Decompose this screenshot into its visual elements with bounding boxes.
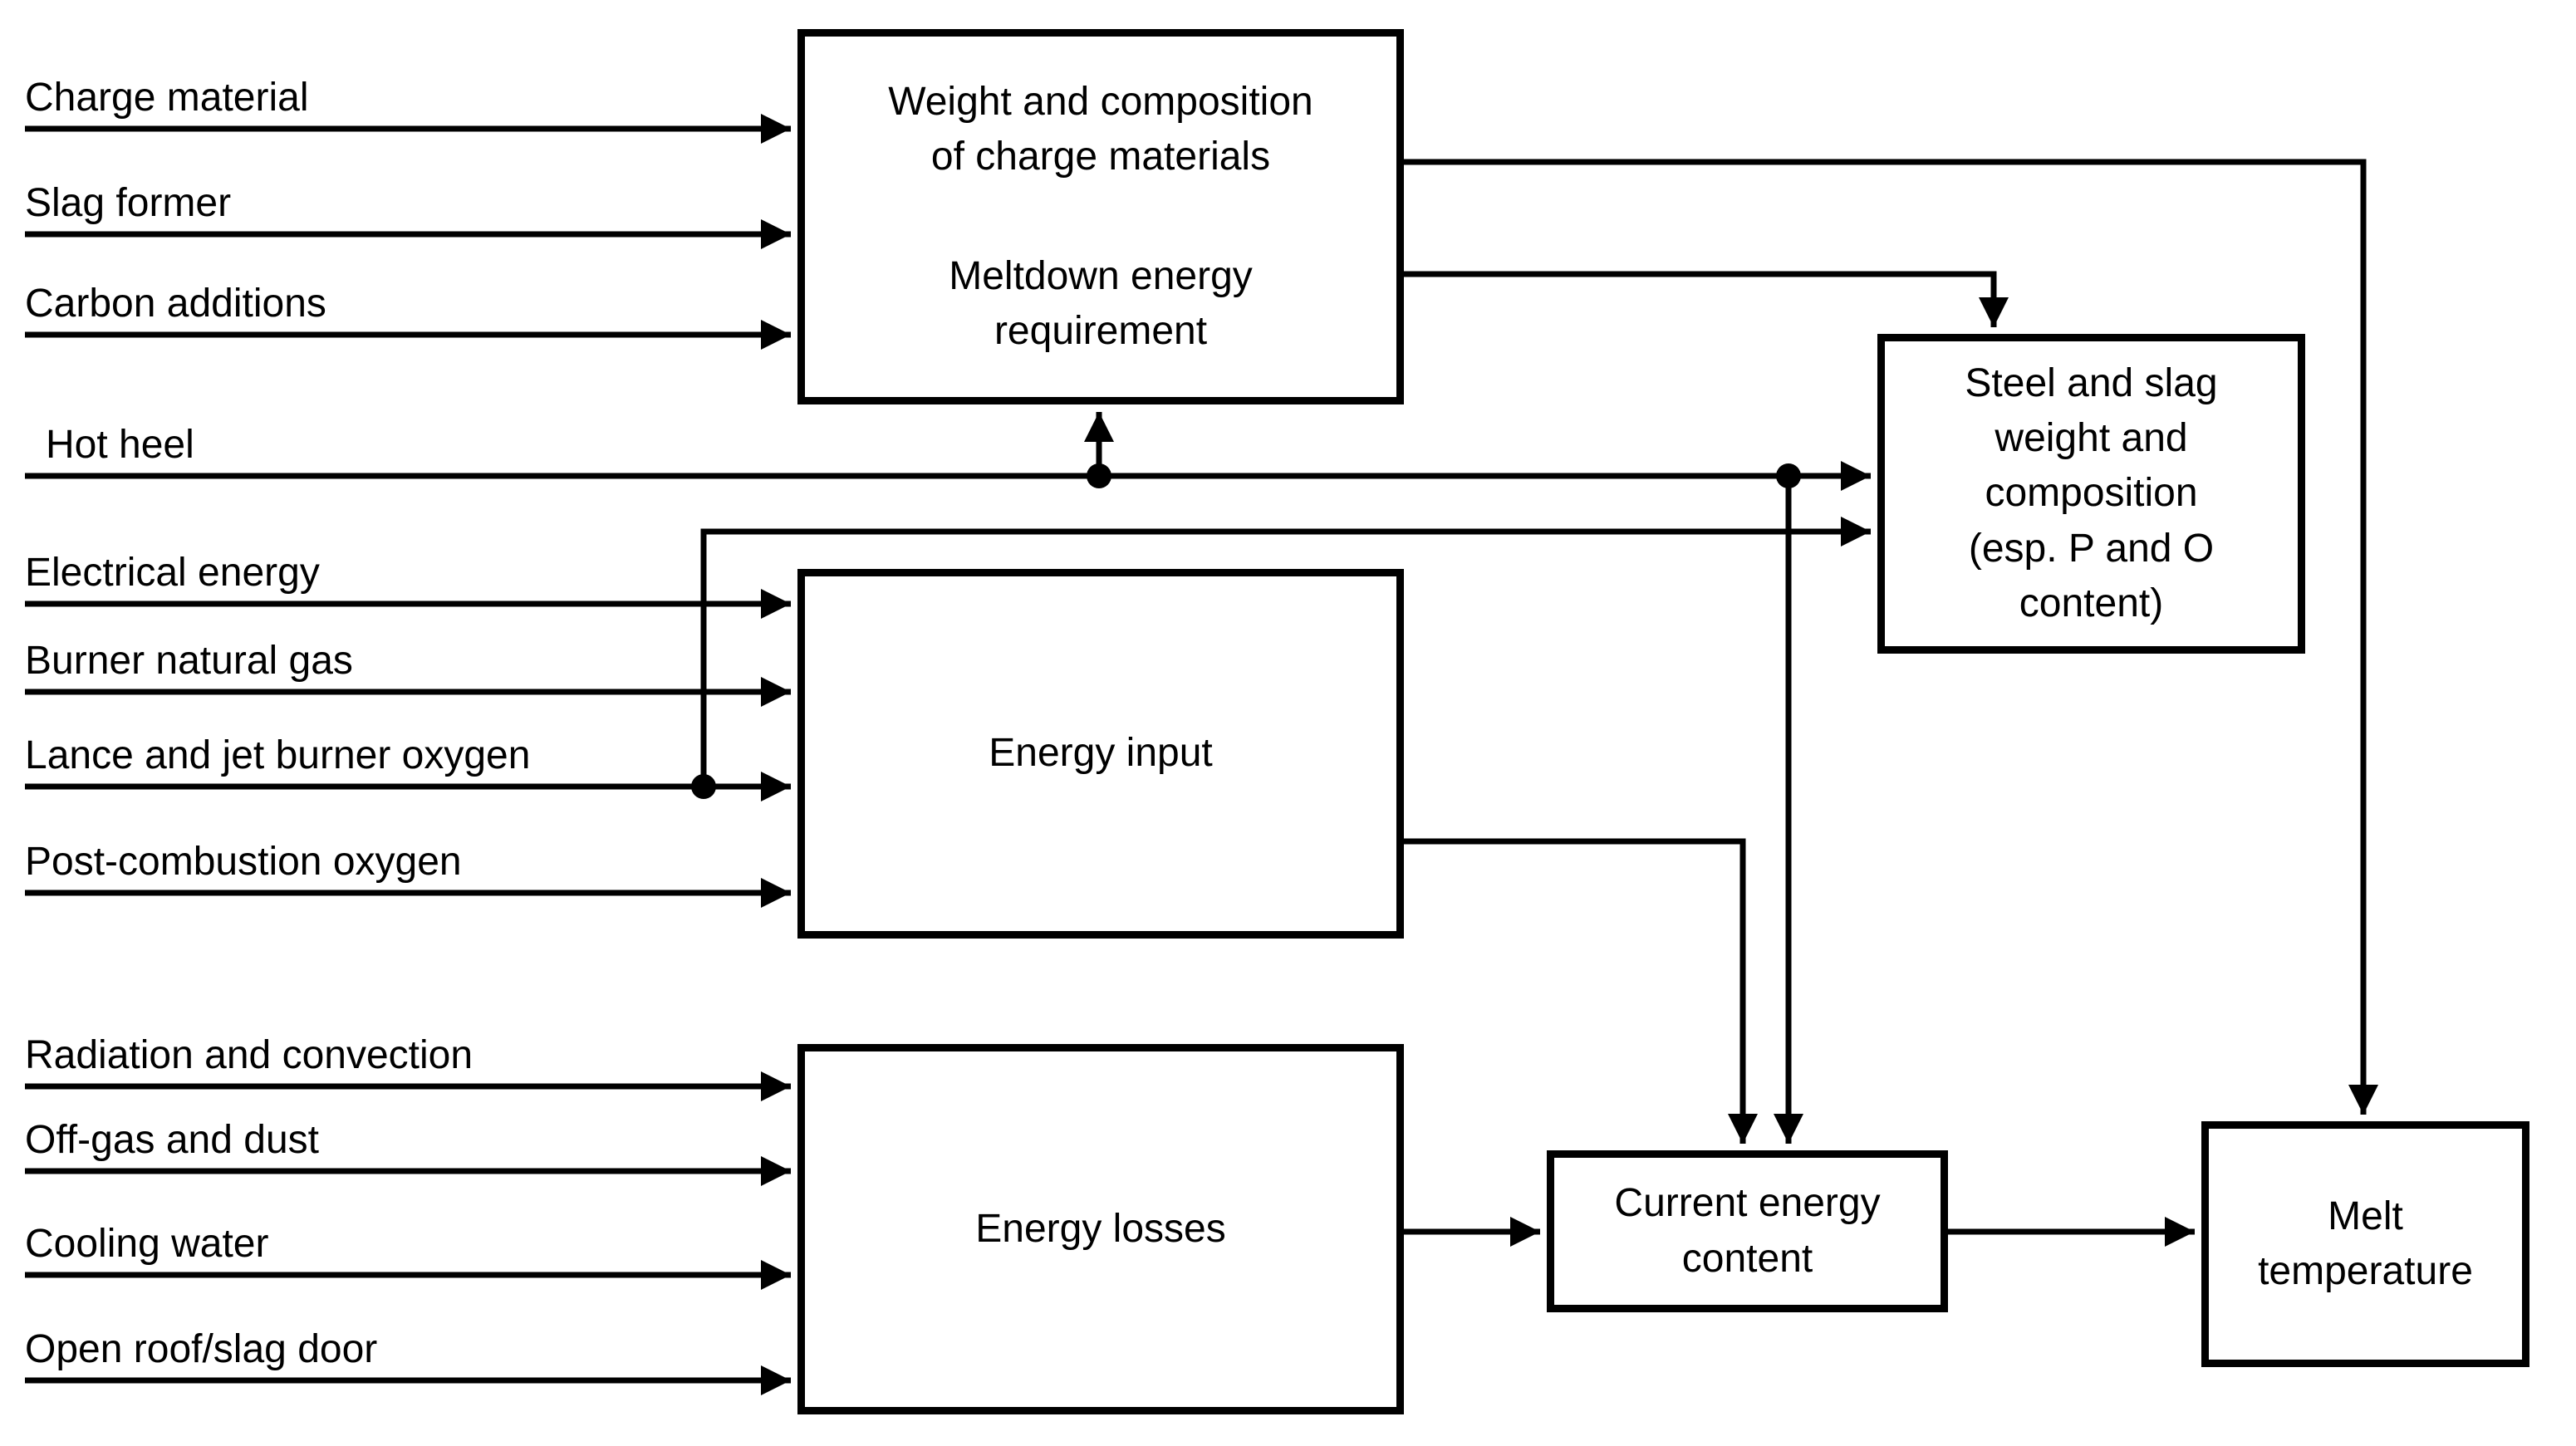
text-line: Energy input: [989, 731, 1213, 776]
box-energy-losses: Energy losses: [797, 1044, 1404, 1414]
text-line: Weight and composition: [888, 79, 1313, 124]
wire-weight-to-steel-slag: [1404, 271, 2009, 327]
text-line: composition: [1985, 471, 2198, 516]
wire-weight-to-melt-temperature: [1404, 159, 2378, 1115]
text-line: Meltdown energy: [949, 254, 1253, 298]
weight-box-bottom-text: Meltdown energy requirement: [949, 249, 1253, 359]
box-steel-and-slag: Steel and slag weight and composition (e…: [1877, 334, 2305, 654]
input-label-electrical-energy: Electrical energy: [25, 551, 320, 595]
box-energy-input: Energy input: [797, 569, 1404, 939]
input-label-charge-material: Charge material: [25, 76, 309, 120]
text-line: weight and: [1995, 416, 2188, 461]
box-weight-and-composition: Weight and composition of charge materia…: [797, 29, 1404, 404]
input-label-carbon-additions: Carbon additions: [25, 282, 326, 326]
input-label-post-combustion-oxygen: Post-combustion oxygen: [25, 840, 462, 884]
text-line: (esp. P and O: [1968, 526, 2215, 571]
input-label-cooling-water: Cooling water: [25, 1222, 269, 1266]
text-line: requirement: [994, 309, 1208, 354]
weight-box-top-text: Weight and composition of charge materia…: [888, 75, 1313, 184]
wire-lance-branch-to-steel-slag: [700, 517, 1871, 787]
junction-dot-lance-branch: [691, 774, 716, 799]
wire-energy-input-to-current-energy: [1404, 838, 1758, 1144]
input-label-open-roof-slag-door: Open roof/slag door: [25, 1327, 378, 1371]
text-line: Current energy: [1614, 1181, 1881, 1226]
box-current-energy-content: Current energy content: [1547, 1150, 1948, 1312]
text-line: Steel and slag: [1965, 360, 2218, 405]
junction-dot-hot-heel-up: [1087, 463, 1111, 488]
text-line: content): [2019, 581, 2164, 625]
text-line: Energy losses: [975, 1206, 1226, 1251]
text-line: of charge materials: [930, 134, 1271, 179]
input-label-radiation-convection: Radiation and convection: [25, 1033, 473, 1077]
box-melt-temperature: Melt temperature: [2201, 1121, 2529, 1367]
text-line: Melt: [2328, 1194, 2403, 1238]
input-label-hot-heel: Hot heel: [46, 423, 194, 467]
input-label-lance-jet-oxygen: Lance and jet burner oxygen: [25, 733, 531, 777]
text-line: temperature: [2258, 1249, 2473, 1293]
input-label-slag-former: Slag former: [25, 181, 232, 225]
text-line: content: [1681, 1236, 1813, 1281]
junction-dot-hot-heel-down: [1776, 463, 1801, 488]
input-label-offgas-dust: Off-gas and dust: [25, 1118, 319, 1162]
input-label-burner-natural-gas: Burner natural gas: [25, 639, 353, 683]
